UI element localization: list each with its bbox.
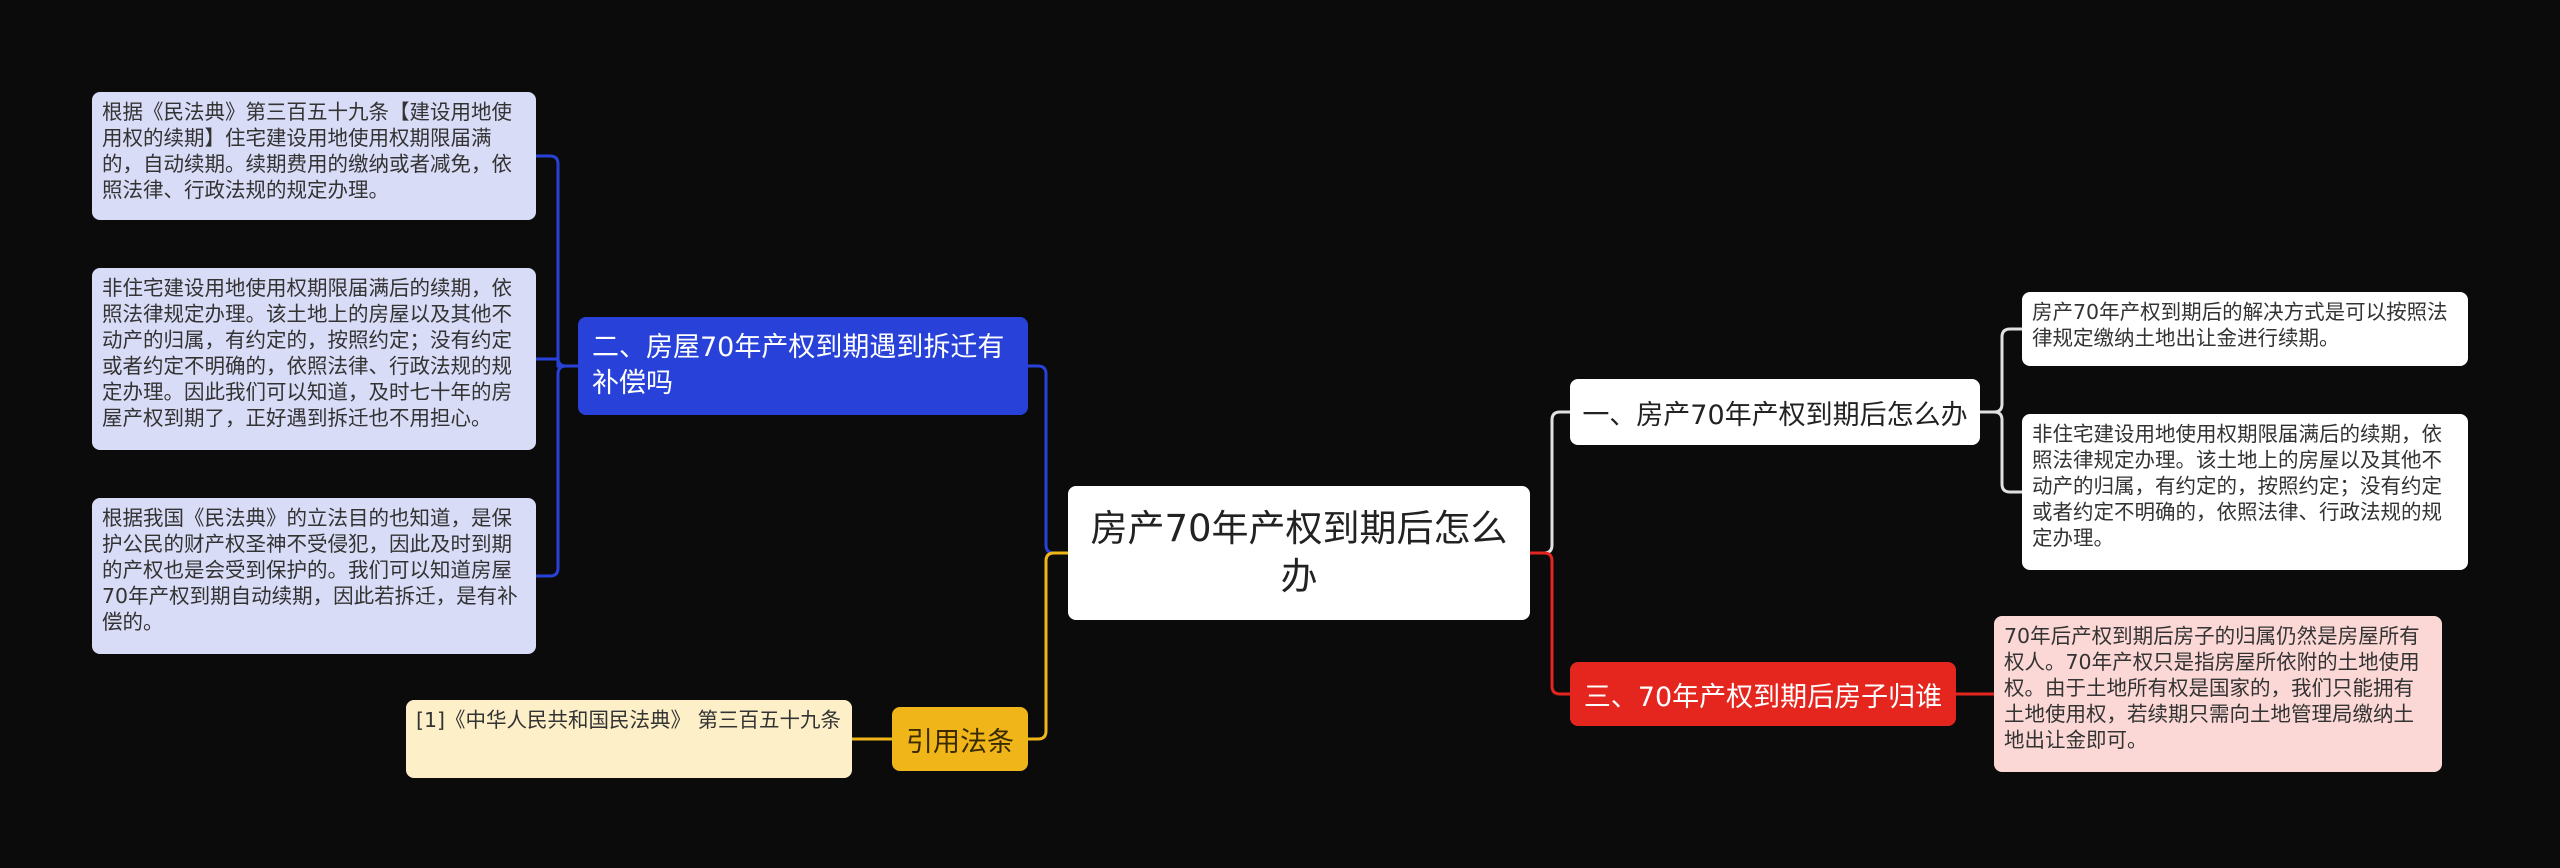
branch-1-topic[interactable]: 一、房产70年产权到期后怎么办 xyxy=(1570,379,1980,445)
branch-1-leaf-2[interactable]: 非住宅建设用地使用权期限届满后的续期，依照法律规定办理。该土地上的房屋以及其他不… xyxy=(2022,414,2468,570)
branch-4-leaf-1[interactable]: [1]《中华人民共和国民法典》 第三百五十九条 xyxy=(406,700,852,778)
branch-2-leaf-1[interactable]: 根据《民法典》第三百五十九条【建设用地使用权的续期】住宅建设用地使用权期限届满的… xyxy=(92,92,536,220)
root-topic[interactable]: 房产70年产权到期后怎么办 xyxy=(1068,486,1530,620)
branch-2-topic[interactable]: 二、房屋70年产权到期遇到拆迁有补偿吗 xyxy=(578,317,1028,415)
branch-3-label: 三、70年产权到期后房子归谁 xyxy=(1583,681,1943,713)
branch-1-leaf-1[interactable]: 房产70年产权到期后的解决方式是可以按照法律规定缴纳土地出让金进行续期。 xyxy=(2022,292,2468,366)
branch-1-label: 一、房产70年产权到期后怎么办 xyxy=(1582,399,1968,431)
leaf-text: 根据我国《民法典》的立法目的也知道，是保护公民的财产权圣神不受侵犯，因此及时到期… xyxy=(102,506,518,634)
branch-4-label: 引用法条 xyxy=(906,726,1014,758)
leaf-text: 非住宅建设用地使用权期限届满后的续期，依照法律规定办理。该土地上的房屋以及其他不… xyxy=(102,276,512,430)
branch-2-leaf-2[interactable]: 非住宅建设用地使用权期限届满后的续期，依照法律规定办理。该土地上的房屋以及其他不… xyxy=(92,268,536,450)
leaf-text: 非住宅建设用地使用权期限届满后的续期，依照法律规定办理。该土地上的房屋以及其他不… xyxy=(2032,422,2442,550)
leaf-text: 70年后产权到期后房子的归属仍然是房屋所有权人。70年产权只是指房屋所依附的土地… xyxy=(2004,624,2420,752)
root-topic-label: 房产70年产权到期后怎么办 xyxy=(1090,507,1508,598)
leaf-text: 根据《民法典》第三百五十九条【建设用地使用权的续期】住宅建设用地使用权期限届满的… xyxy=(102,100,512,202)
leaf-text: [1]《中华人民共和国民法典》 第三百五十九条 xyxy=(416,708,842,732)
branch-3-topic[interactable]: 三、70年产权到期后房子归谁 xyxy=(1570,662,1956,726)
branch-2-label: 二、房屋70年产权到期遇到拆迁有补偿吗 xyxy=(592,332,1005,399)
branch-3-leaf-1[interactable]: 70年后产权到期后房子的归属仍然是房屋所有权人。70年产权只是指房屋所依附的土地… xyxy=(1994,616,2442,772)
leaf-text: 房产70年产权到期后的解决方式是可以按照法律规定缴纳土地出让金进行续期。 xyxy=(2032,300,2448,350)
branch-4-topic[interactable]: 引用法条 xyxy=(892,707,1028,771)
branch-2-leaf-3[interactable]: 根据我国《民法典》的立法目的也知道，是保护公民的财产权圣神不受侵犯，因此及时到期… xyxy=(92,498,536,654)
